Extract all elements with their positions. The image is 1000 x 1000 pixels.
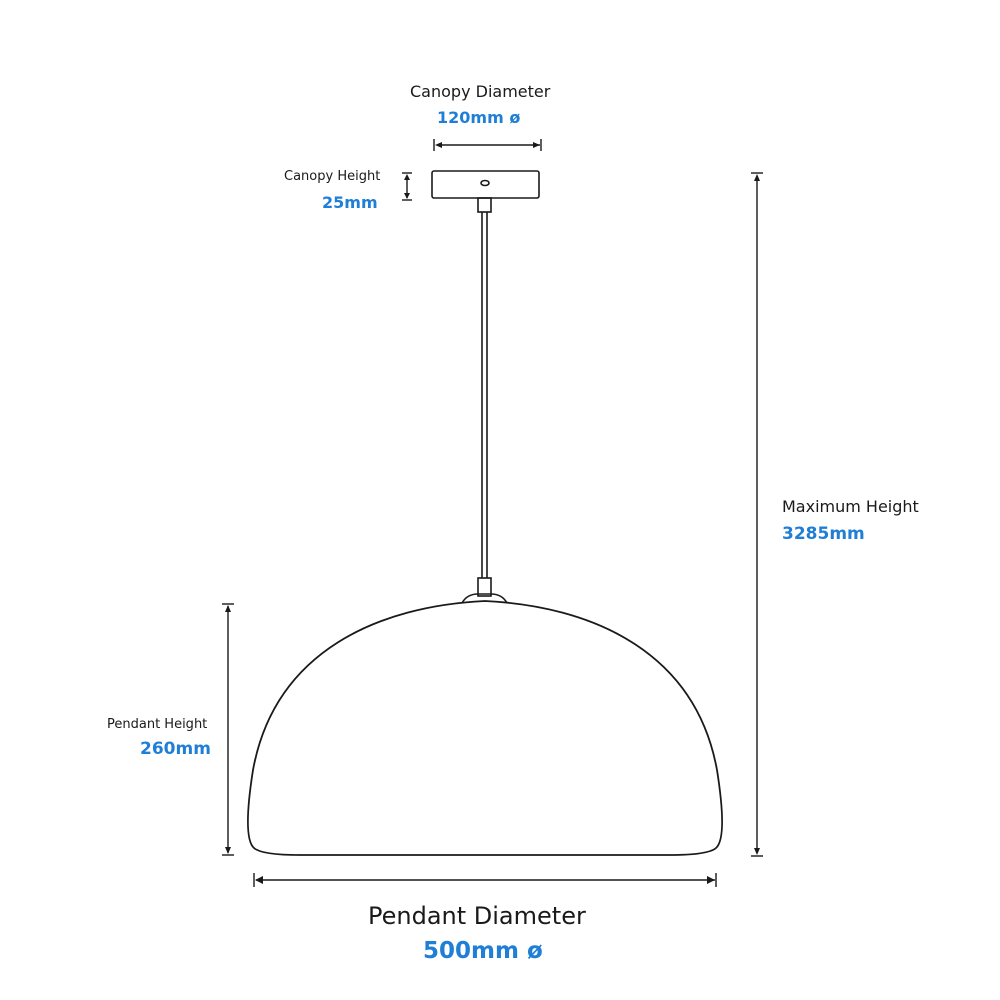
canopy-diameter-arrow-left [435,142,442,148]
pendant-height-arrow-bottom [225,847,231,854]
pendant-height-arrow-top [225,605,231,612]
pendant-diameter-arrow-right [707,876,715,884]
maximum-height-label: Maximum Height [782,497,919,516]
canopy-screw-hole [480,179,490,187]
canopy-height-value: 25mm [322,193,378,212]
canopy-diameter-label: Canopy Diameter [410,82,551,101]
shade-cap [461,593,508,604]
pendant-diameter-label: Pendant Diameter [368,902,586,930]
canopy-height-arrow-bottom [404,193,410,199]
pendant-height-value: 260mm [140,739,211,759]
pendant-diameter-value: 500mm ø [423,938,543,964]
pendant-diameter-arrow-left [255,876,263,884]
maximum-height-arrow-top [754,174,760,181]
canopy-height-arrow-top [404,174,410,180]
pendant-height-label: Pendant Height [107,717,208,732]
maximum-height-value: 3285mm [782,524,865,544]
lamp-holder [477,577,492,597]
canopy-diameter-arrow-right [533,142,540,148]
cord-grip-top [477,197,492,213]
canopy-diameter-value: 120mm ø [437,108,521,127]
dome-shade [246,600,724,856]
canopy-height-label: Canopy Height [284,169,381,184]
canopy [431,170,540,199]
maximum-height-arrow-bottom [754,848,760,855]
